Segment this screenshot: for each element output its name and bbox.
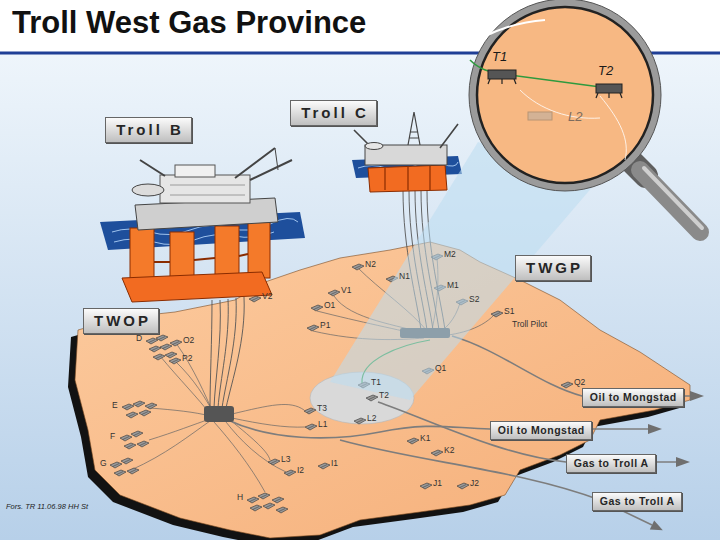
label-text: Troll B <box>113 121 184 139</box>
well-label: P2 <box>182 354 192 364</box>
well-label: T1 <box>492 50 507 65</box>
label-box: Troll B <box>105 117 192 143</box>
well-label: E <box>112 401 118 411</box>
well-label: N2 <box>365 260 376 270</box>
label-box: Troll C <box>290 100 377 126</box>
well-label: M1 <box>447 281 459 291</box>
well-label: V1 <box>341 286 351 296</box>
title: Troll West Gas Province <box>12 4 366 41</box>
well-label: I1 <box>331 459 338 469</box>
well-label: P1 <box>320 321 330 331</box>
well-label: J2 <box>470 479 479 489</box>
well-label: T3 <box>317 404 327 414</box>
well-label: G <box>100 459 107 469</box>
label-text: Oil to Mongstad <box>589 391 676 404</box>
well-label: K1 <box>420 434 430 444</box>
well-label: Q1 <box>435 364 446 374</box>
well-label: J1 <box>433 479 442 489</box>
label-text: Troll C <box>298 104 369 122</box>
well-label: L3 <box>281 455 290 465</box>
label-text: Gas to Troll A <box>599 495 674 508</box>
well-label: O1 <box>324 301 335 311</box>
label-box: Gas to Troll A <box>592 492 682 511</box>
label-box: Gas to Troll A <box>566 454 656 473</box>
well-label: T1 <box>371 378 381 388</box>
label-box: TWGP <box>515 255 591 281</box>
label-text: TWGP <box>523 259 583 277</box>
well-label: S1 <box>504 307 514 317</box>
well-label: L2 <box>367 414 376 424</box>
well-label: Fors. TR 11.06.98 HH St <box>6 503 88 512</box>
label-box: Oil to Mongstad <box>582 388 684 407</box>
well-label: O2 <box>183 336 194 346</box>
well-label: L1 <box>318 420 327 430</box>
well-label: V2 <box>262 292 272 302</box>
label-box: TWOP <box>83 308 159 334</box>
well-label: D <box>136 334 142 344</box>
label-text: Gas to Troll A <box>573 457 648 470</box>
label-box: Oil to Mongstad <box>490 421 592 440</box>
well-label: H <box>237 493 243 503</box>
well-label: K2 <box>444 446 454 456</box>
well-label: M2 <box>444 250 456 260</box>
well-label: Troll Pilot <box>512 320 547 330</box>
well-label: L2 <box>568 110 582 125</box>
well-label: S2 <box>469 295 479 305</box>
well-label: T2 <box>379 391 389 401</box>
well-label: F <box>110 432 115 442</box>
label-text: Oil to Mongstad <box>497 424 584 437</box>
well-label: N1 <box>399 272 410 282</box>
well-label: I2 <box>297 466 304 476</box>
well-label: Q2 <box>574 378 585 388</box>
well-label: T2 <box>598 64 613 79</box>
label-text: TWOP <box>91 312 151 330</box>
